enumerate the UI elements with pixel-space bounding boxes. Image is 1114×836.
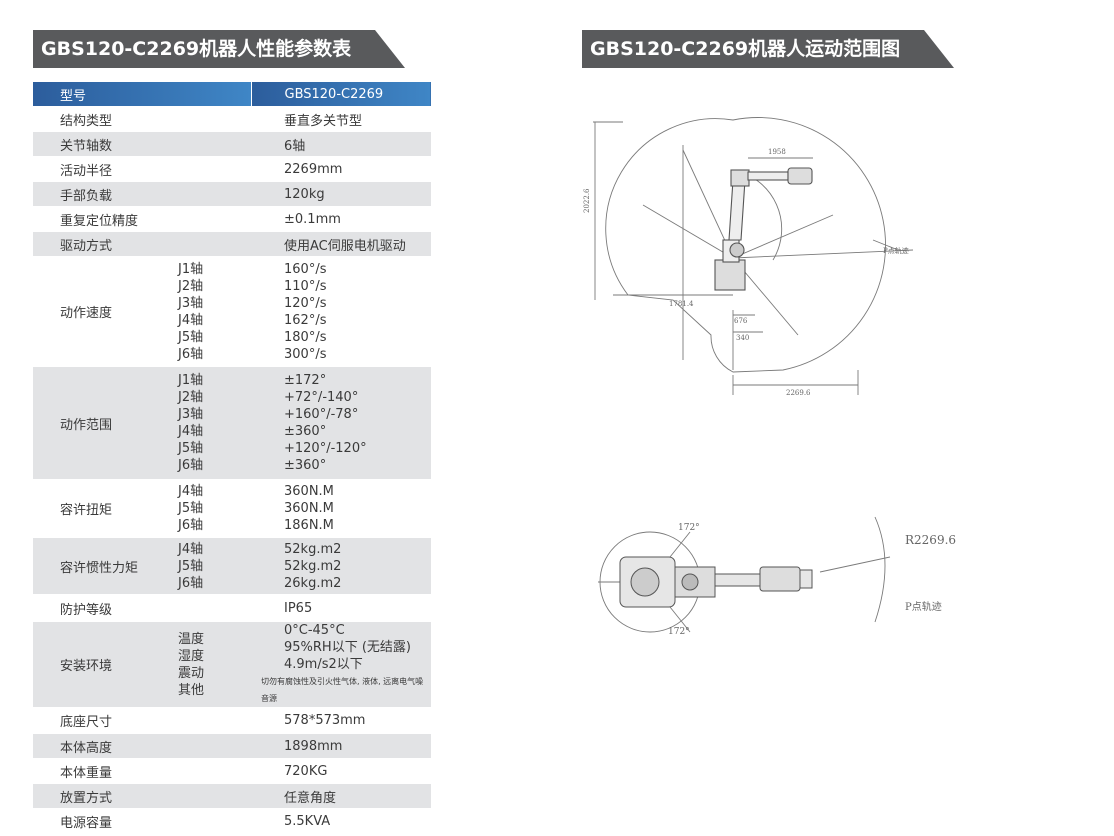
row-label: 活动半径 <box>33 156 251 182</box>
row-label: 电源容量 <box>33 808 251 834</box>
row-value: 1898mm <box>251 733 431 759</box>
trajectory-arc <box>874 516 886 623</box>
robot-arm-top <box>619 556 813 608</box>
table-row: 底座尺寸 578*573mm <box>33 707 431 734</box>
row-value: ±0.1mm <box>251 206 431 232</box>
table-row: 关节轴数 6轴 <box>33 131 431 157</box>
motion-range-title: GBS120-C2269机器人运动范围图 <box>582 30 954 68</box>
table-row: 安装环境 温度湿度 震动其他 0°C-45°C 95%RH以下 (无结露) 4.… <box>33 621 431 708</box>
dim-label: 2269.6 <box>786 389 811 397</box>
row-label: 底座尺寸 <box>33 707 251 734</box>
robot-arm-side <box>714 167 813 291</box>
row-value: 6轴 <box>251 131 431 157</box>
row-label: 驱动方式 <box>33 231 251 257</box>
dim-label: 676 <box>734 317 748 325</box>
row-label: 本体重量 <box>33 758 251 784</box>
row-label: 结构类型 <box>33 106 251 132</box>
row-value: 垂直多关节型 <box>251 106 431 132</box>
dim-label: 2022.6 <box>583 188 591 213</box>
row-label: 重复定位精度 <box>33 206 251 232</box>
table-row: 手部负载 120kg <box>33 181 431 207</box>
range-values: ±172°+72°/-140°+160°/-78° ±360°+120°/-12… <box>251 366 431 480</box>
table-row: 放置方式 任意角度 <box>33 783 431 809</box>
dim-label: P点轨迹 <box>883 246 909 255</box>
angle-label-bottom: 172° <box>668 627 690 637</box>
trajectory-label: P点轨迹 <box>905 600 942 613</box>
outer-envelope-arc <box>605 117 886 373</box>
top-view-diagram: R2269.6 172° 172° P点轨迹 <box>590 512 970 647</box>
reach-line <box>732 249 914 259</box>
angle-label-top: 172° <box>678 523 700 533</box>
environment-items: 温度湿度 震动其他 <box>178 621 251 708</box>
table-row: 结构类型 垂直多关节型 <box>33 106 431 132</box>
row-value: 120kg <box>251 181 431 207</box>
row-label: 本体高度 <box>33 733 251 759</box>
row-value: 5.5KVA <box>251 808 431 834</box>
row-value: IP65 <box>251 594 431 622</box>
dim-label: 1958 <box>768 148 786 156</box>
row-label: 放置方式 <box>33 783 251 809</box>
header-label: 型号 <box>33 82 251 107</box>
row-value: 720KG <box>251 758 431 784</box>
row-value: 2269mm <box>251 156 431 182</box>
dim-label: 1781.4 <box>669 300 694 308</box>
table-header-row: 型号 GBS120-C2269 <box>33 82 431 107</box>
spec-table: 型号 GBS120-C2269 结构类型 垂直多关节型 关节轴数 6轴 活动半径… <box>33 82 431 834</box>
row-label: 关节轴数 <box>33 131 251 157</box>
radius-label: R2269.6 <box>905 533 956 547</box>
table-row: 驱动方式 使用AC伺服电机驱动 <box>33 231 431 257</box>
row-label: 容许扭矩 <box>33 479 178 538</box>
row-label: 容许惯性力矩 <box>33 537 178 595</box>
row-label: 动作速度 <box>33 256 178 367</box>
param-table-title: GBS120-C2269机器人性能参数表 <box>33 30 405 68</box>
row-label: 动作范围 <box>33 366 178 480</box>
environment-values: 0°C-45°C 95%RH以下 (无结露) 4.9m/s2以下 切勿有腐蚀性及… <box>251 621 431 708</box>
row-label: 手部负载 <box>33 181 251 207</box>
table-row: 活动半径 2269mm <box>33 156 431 182</box>
row-value: 使用AC伺服电机驱动 <box>251 231 431 257</box>
row-value: 578*573mm <box>251 707 431 734</box>
table-row: 电源容量 5.5KVA <box>33 808 431 834</box>
table-row: 本体高度 1898mm <box>33 733 431 759</box>
table-row: 重复定位精度 ±0.1mm <box>33 206 431 232</box>
table-row: 本体重量 720KG <box>33 758 431 784</box>
row-label: 防护等级 <box>33 594 251 622</box>
row-value: 任意角度 <box>251 783 431 809</box>
reach-radius-line <box>819 556 891 573</box>
dim-label: 340 <box>736 334 749 342</box>
table-row: 防护等级 IP65 <box>33 594 431 622</box>
header-value: GBS120-C2269 <box>250 82 431 107</box>
row-label: 安装环境 <box>33 621 178 708</box>
side-view-diagram: 1958 2022.6 1781.4 676 340 2269.6 P点轨迹 <box>583 110 923 400</box>
